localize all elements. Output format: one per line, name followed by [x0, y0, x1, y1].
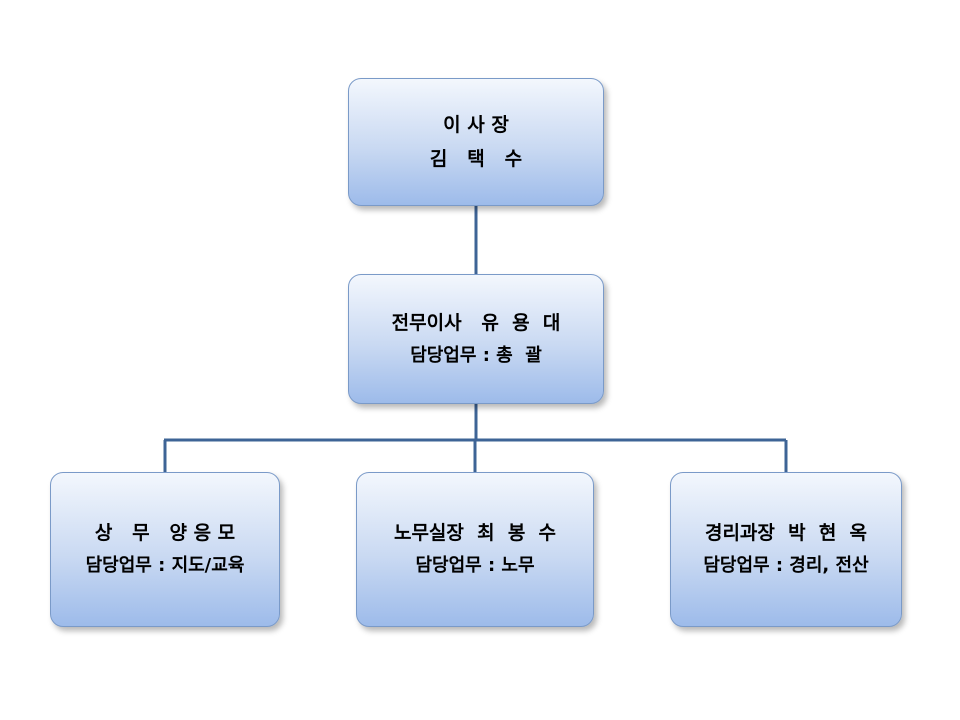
org-box-managing-director: 전무이사 유 용 대 담당업무 : 총 괄 — [348, 274, 604, 404]
accounting-manager-duty: 담당업무 : 경리, 전산 — [703, 555, 869, 577]
labor-manager-title-name: 노무실장 최 봉 수 — [393, 522, 557, 545]
labor-manager-duty: 담당업무 : 노무 — [415, 555, 535, 577]
accounting-manager-title-name: 경리과장 박 현 옥 — [704, 522, 868, 545]
chairman-name: 김 택 수 — [429, 148, 523, 170]
org-box-accounting-manager: 경리과장 박 현 옥 담당업무 : 경리, 전산 — [670, 472, 902, 627]
executive-director-duty: 담당업무 : 지도/교육 — [85, 555, 245, 577]
managing-director-title-name: 전무이사 유 용 대 — [391, 311, 561, 334]
org-box-labor-manager: 노무실장 최 봉 수 담당업무 : 노무 — [356, 472, 594, 627]
executive-director-title-name: 상 무 양 응 모 — [94, 522, 236, 545]
managing-director-duty: 담당업무 : 총 괄 — [410, 344, 542, 366]
chairman-title: 이 사 장 — [443, 113, 509, 136]
org-box-executive-director: 상 무 양 응 모 담당업무 : 지도/교육 — [50, 472, 280, 627]
org-box-chairman: 이 사 장 김 택 수 — [348, 78, 604, 206]
